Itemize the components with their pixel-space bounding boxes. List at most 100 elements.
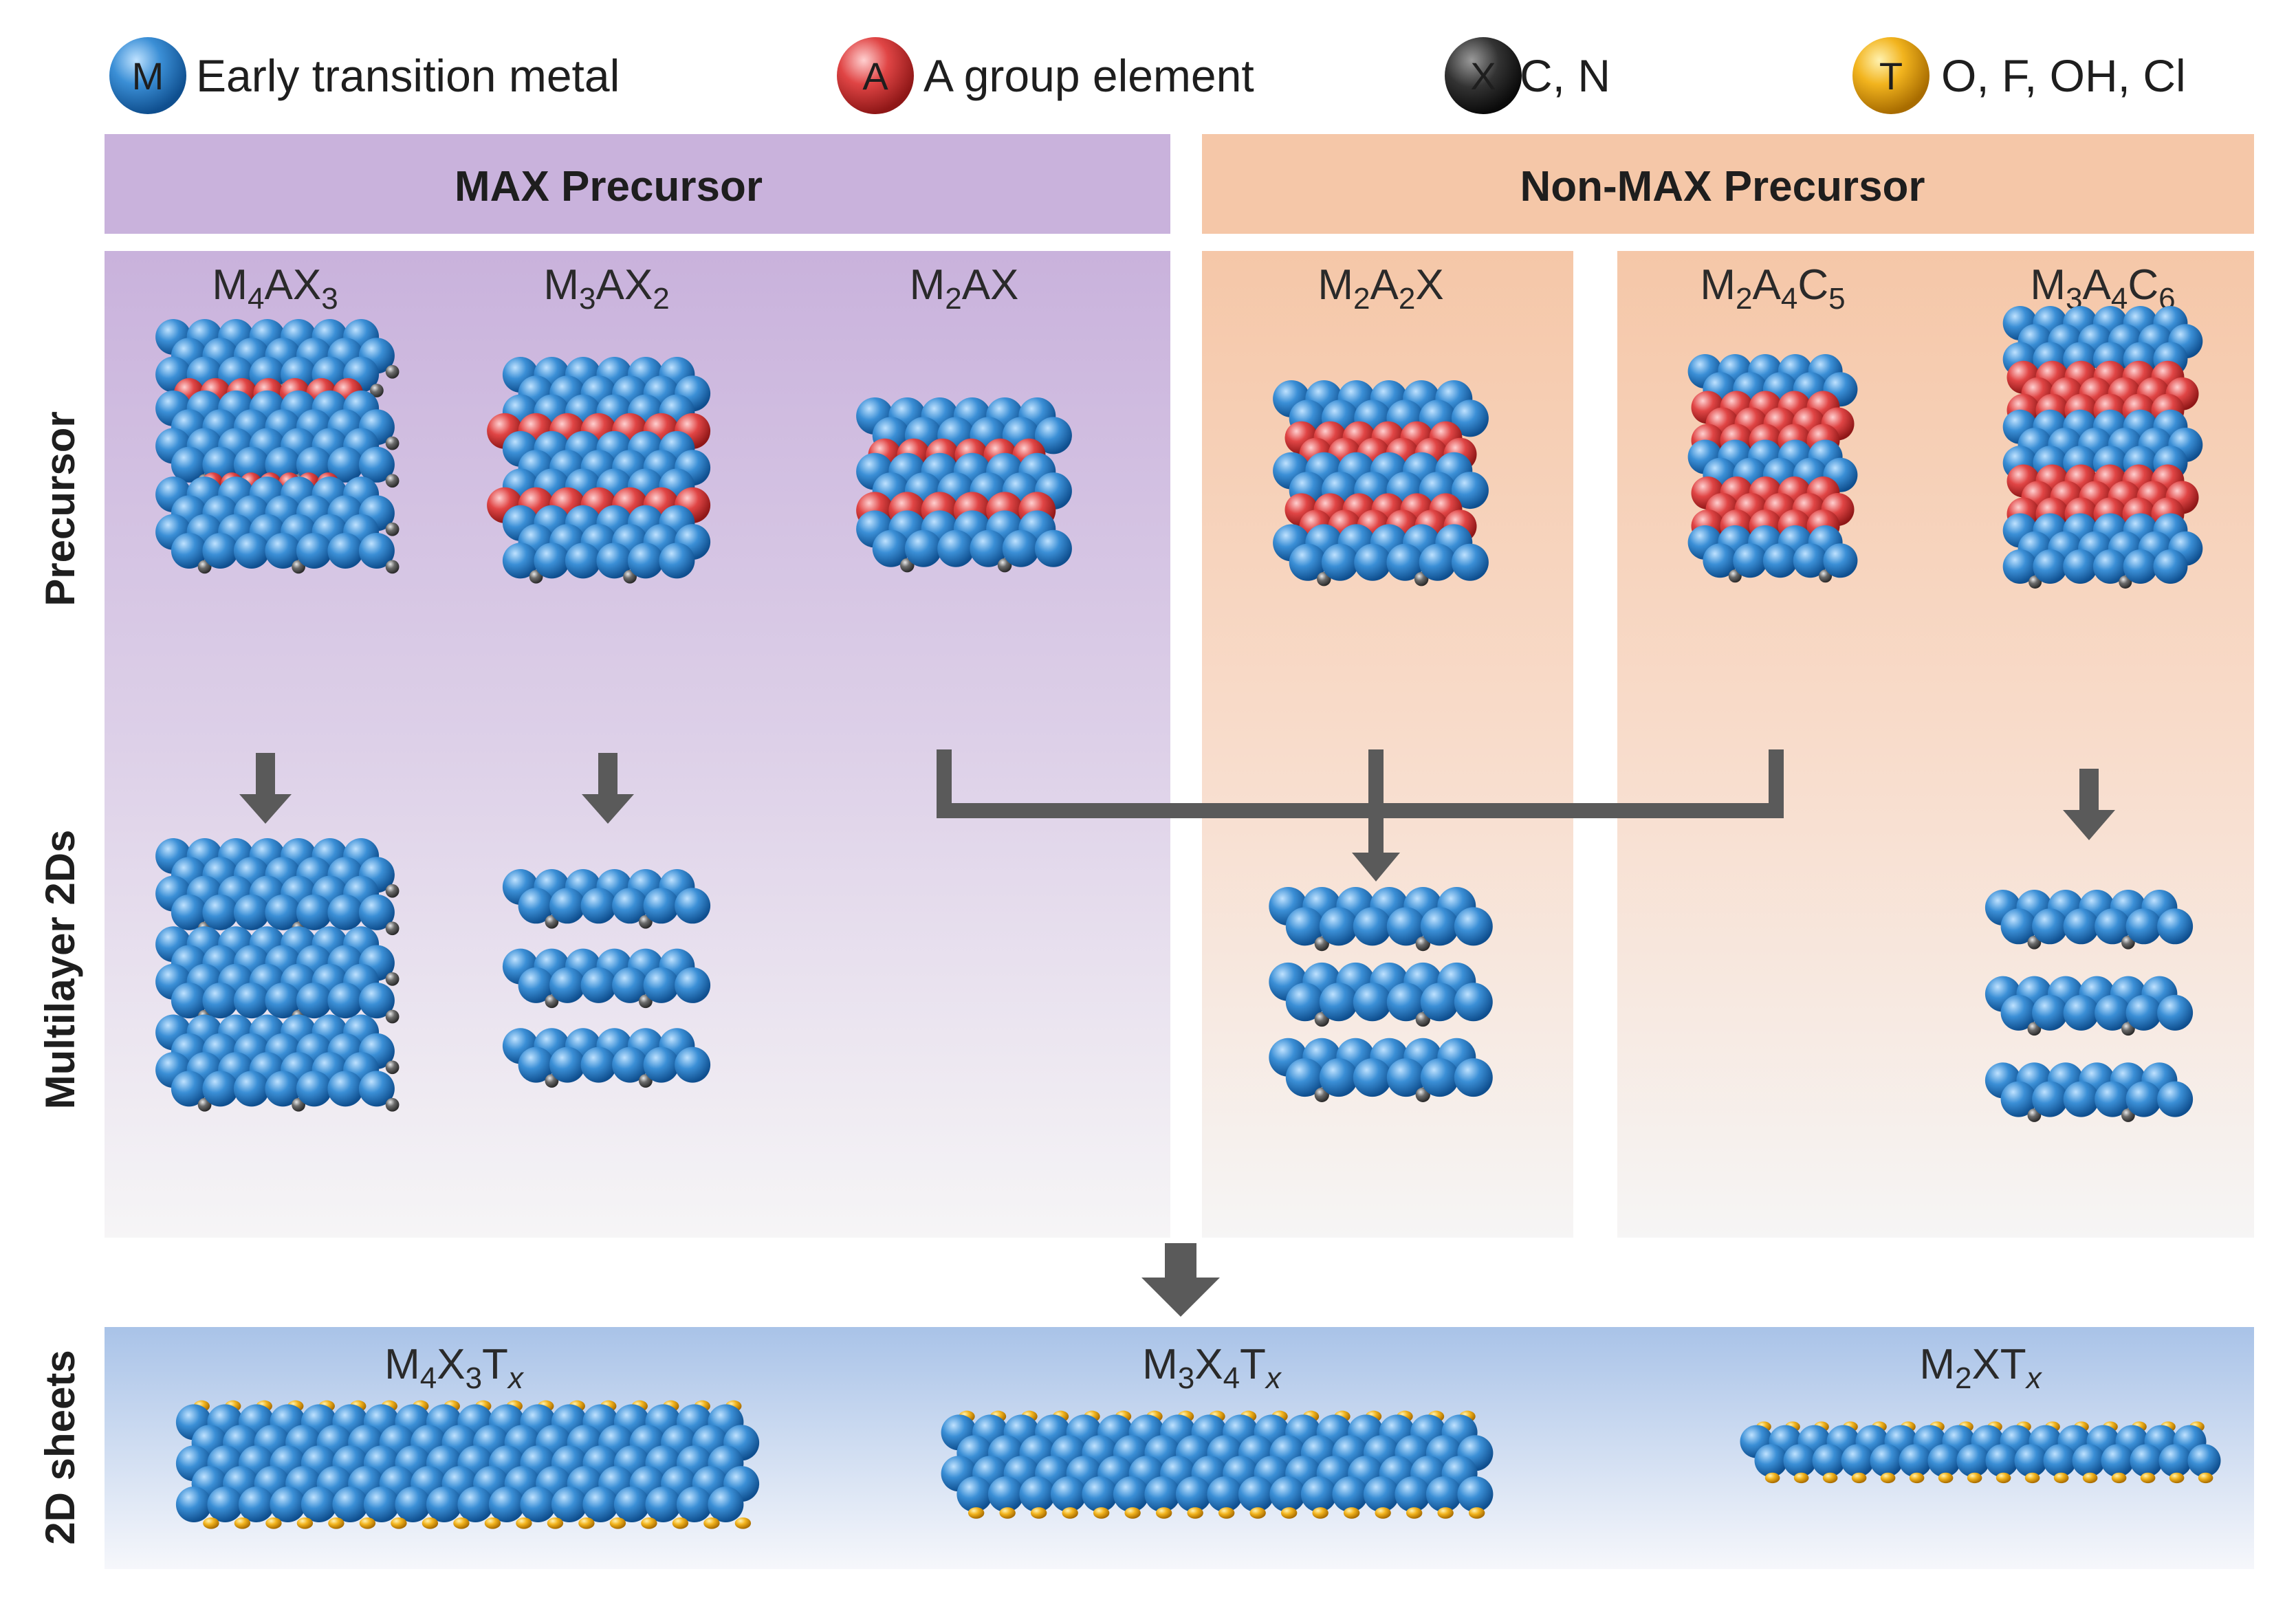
metal-atom: [1386, 1058, 1425, 1097]
formula-part: A: [1753, 261, 1782, 309]
termination-atom: [1909, 1472, 1925, 1484]
structure-m2a2x: [1273, 380, 1489, 587]
termination-atom: [484, 1517, 501, 1529]
formula-subscript: 4: [420, 1361, 437, 1395]
termination-atom: [1967, 1472, 1982, 1484]
metal-atom: [327, 894, 364, 930]
legend-symbol: M: [132, 54, 164, 98]
termination-atom: [609, 1517, 626, 1529]
metal-atom: [358, 894, 395, 930]
termination-atom: [1938, 1472, 1954, 1484]
legend-swatch-m: [109, 37, 186, 114]
termination-atom: [1312, 1507, 1329, 1519]
metal-atom: [1419, 543, 1456, 581]
termination-atom: [2024, 1472, 2040, 1484]
metal-atom: [1207, 1476, 1243, 1513]
metal-atom: [1823, 543, 1858, 578]
metal-atom: [627, 543, 664, 579]
formula-subscript: 5: [1828, 282, 1845, 316]
metal-atom: [2153, 549, 2188, 584]
metal-atom: [1420, 983, 1459, 1022]
metal-atom: [2125, 1081, 2162, 1117]
termination-atom: [2053, 1472, 2069, 1484]
x-element-atom: [385, 1009, 400, 1024]
metal-atom: [457, 1487, 494, 1522]
sheet-m4x3tx: [175, 1400, 760, 1529]
formula-subscript: 2: [945, 282, 961, 316]
formula-label: M2A4C5: [1700, 261, 1845, 316]
metal-atom: [2125, 908, 2162, 945]
termination-atom: [1851, 1472, 1867, 1484]
termination-atom: [1793, 1472, 1809, 1484]
formula-subscript: 3: [579, 282, 595, 316]
metal-atom: [171, 983, 207, 1019]
termination-atom: [1030, 1507, 1047, 1519]
termination-atom: [703, 1517, 720, 1529]
metal-atom: [1175, 1476, 1212, 1513]
metal-atom: [296, 533, 332, 569]
metal-atom: [2032, 908, 2068, 945]
metal-atom: [1451, 543, 1489, 581]
formula-part: M: [543, 261, 579, 309]
metal-atom: [202, 1071, 239, 1107]
metal-atom: [1319, 907, 1358, 946]
metal-atom: [1451, 399, 1489, 437]
row-label-2d-sheets: 2D sheets: [37, 1350, 83, 1544]
metal-atom: [2014, 1444, 2048, 1478]
formula-label: M3AX2: [543, 261, 669, 316]
metal-atom: [2033, 549, 2068, 584]
formula-subscript: 4: [1781, 282, 1797, 316]
metal-atom: [580, 888, 617, 924]
metal-atom: [1451, 472, 1489, 509]
metal-atom: [549, 1046, 586, 1083]
metal-atom: [534, 543, 570, 579]
termination-atom: [2198, 1472, 2213, 1484]
termination-atom: [359, 1517, 376, 1529]
metal-atom: [395, 1487, 431, 1522]
metal-atom: [270, 1487, 306, 1522]
metal-atom: [1899, 1444, 1932, 1478]
legend-swatch-t: [1852, 37, 1929, 114]
x-element-atom: [385, 1097, 400, 1112]
metal-atom: [1319, 1058, 1358, 1097]
structure-m3ax2: [487, 357, 711, 584]
metal-atom: [202, 533, 239, 569]
multilayer-m3x2: [502, 869, 711, 1088]
metal-atom: [1420, 907, 1459, 946]
termination-atom: [453, 1517, 470, 1529]
metal-atom: [2063, 549, 2098, 584]
metal-atom: [300, 1487, 337, 1522]
metal-atom: [1144, 1476, 1181, 1513]
metal-atom: [265, 1071, 301, 1107]
formula-subscript: x: [1265, 1361, 1282, 1395]
metal-atom: [207, 1487, 243, 1522]
metal-atom: [987, 1476, 1024, 1513]
termination-atom: [1280, 1507, 1298, 1519]
metal-atom: [2072, 1444, 2106, 1478]
metal-atom: [2095, 1081, 2131, 1117]
metal-atom: [1793, 543, 1828, 578]
metal-atom: [676, 1487, 712, 1522]
formula-subscript: 3: [1178, 1361, 1194, 1395]
formula-part: A: [1370, 261, 1399, 309]
metal-atom: [1762, 543, 1797, 578]
formula-label: M3X4Tx: [1142, 1341, 1282, 1395]
formula-part: AX: [595, 261, 653, 309]
metal-atom: [518, 967, 554, 1003]
metal-atom: [518, 888, 554, 924]
x-element-atom: [385, 436, 400, 450]
metal-atom: [1289, 543, 1326, 581]
metal-atom: [358, 1071, 395, 1107]
metal-atom: [175, 1487, 212, 1522]
termination-atom: [2169, 1472, 2185, 1484]
formula-part: M: [910, 261, 945, 309]
metal-atom: [708, 1487, 744, 1522]
metal-atom: [2123, 549, 2158, 584]
formula-subscript: 2: [1353, 282, 1370, 316]
metal-atom: [1353, 907, 1392, 946]
x-element-atom: [385, 921, 400, 936]
x-element-atom: [385, 364, 400, 379]
metal-atom: [613, 1487, 650, 1522]
arrow-m3a4c6-to-multilayer: [2063, 769, 2115, 840]
